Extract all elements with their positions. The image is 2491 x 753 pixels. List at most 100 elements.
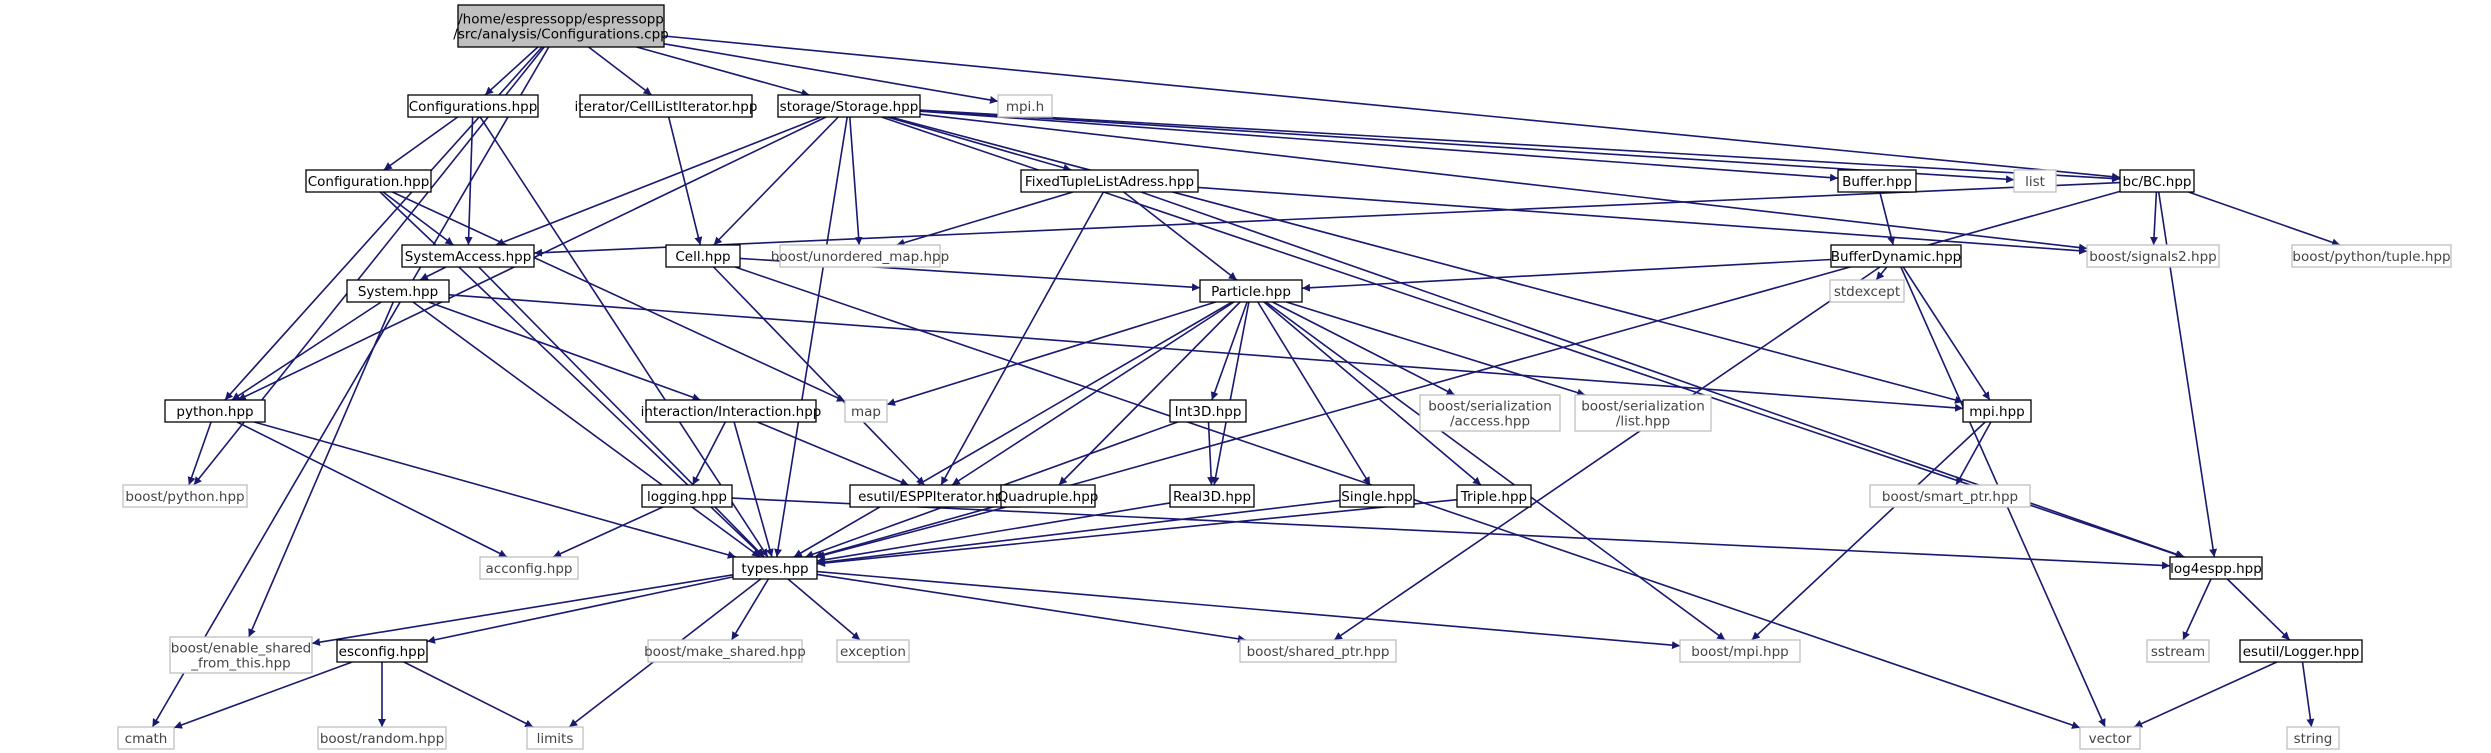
node-esconfig-hpp[interactable]: esconfig.hpp	[336, 639, 428, 663]
node-cmath: cmath	[117, 726, 175, 750]
node-box	[1574, 394, 1712, 432]
node-cell-hpp[interactable]: Cell.hpp	[665, 244, 741, 268]
edge-esconfig-hpp-to-limits	[403, 661, 534, 728]
edge-storage-hpp-to-bc-hpp	[919, 109, 2121, 183]
node-system-hpp[interactable]: System.hpp	[346, 279, 450, 303]
edge-esconfig-hpp-to-cmath	[173, 661, 353, 729]
node-esutil-esppiterator-hpp[interactable]: esutil/ESPPIterator.hpp	[849, 484, 1021, 508]
edge-types-hpp-to-boost-make-shared-hpp	[730, 578, 770, 641]
node-label: sstream	[2151, 644, 2205, 660]
edge-bc-hpp-to-boost-python-tuple-hpp	[2188, 191, 2341, 247]
node-types-hpp[interactable]: types.hpp	[732, 556, 818, 580]
node-label: interaction/Interaction.hpp	[641, 404, 822, 420]
node-fixed-tuple-list-adress-hpp[interactable]: FixedTupleListAdress.hpp	[1020, 169, 1199, 193]
node-boost-make-shared-hpp: boost/make_shared.hpp	[644, 639, 806, 663]
node-label: boost/unordered_map.hpp	[771, 249, 949, 265]
node-box	[526, 726, 584, 750]
edge-configurations-hpp-to-types-hpp	[479, 116, 769, 558]
edge-configuration-hpp-to-map	[391, 191, 846, 403]
node-box	[665, 244, 741, 268]
edge-fixed-tuple-list-adress-hpp-to-boost-unordered-map-hpp	[896, 191, 1074, 247]
node-int3d-hpp[interactable]: Int3D.hpp	[1169, 399, 1247, 423]
node-buffer-dynamic-hpp[interactable]: BufferDynamic.hpp	[1830, 244, 1962, 268]
node-label: list	[2025, 174, 2045, 190]
node-box	[1419, 394, 1561, 432]
node-label: System.hpp	[358, 284, 438, 300]
node-boost-mpi-hpp: boost/mpi.hpp	[1679, 639, 1801, 663]
node-list: list	[2013, 169, 2057, 193]
node-box	[2119, 169, 2195, 193]
node-root[interactable]: /home/espressopp/espressopp/src/analysis…	[453, 4, 669, 48]
node-box	[401, 244, 535, 268]
edge-system-hpp-to-types-hpp	[412, 301, 761, 558]
node-cell-list-iterator-hpp[interactable]: iterator/CellListIterator.hpp	[575, 94, 758, 118]
edge-storage-hpp-to-system-access-hpp	[495, 116, 822, 246]
node-buffer-hpp[interactable]: Buffer.hpp	[1837, 169, 1917, 193]
node-box	[2146, 639, 2210, 663]
node-box	[2239, 639, 2363, 663]
edge-particle-hpp-to-quadruple-hpp	[1058, 301, 1241, 486]
node-logging-hpp[interactable]: logging.hpp	[641, 484, 733, 508]
node-box	[305, 169, 432, 193]
edge-system-hpp-to-mpi-hpp	[448, 294, 1964, 412]
node-box	[2086, 244, 2220, 268]
node-esutil-logger-hpp[interactable]: esutil/Logger.hpp	[2239, 639, 2363, 663]
node-box	[1239, 639, 1397, 663]
node-box	[1339, 484, 1415, 508]
edge-root-to-bc-hpp	[663, 35, 2121, 181]
node-map: map	[844, 399, 888, 423]
node-box	[641, 484, 733, 508]
node-box	[317, 726, 447, 750]
edge-bc-hpp-to-boost-signals2-hpp	[2150, 191, 2159, 246]
node-mpi-h: mpi.h	[997, 94, 1053, 118]
edge-fixed-tuple-list-adress-hpp-to-boost-signals2-hpp	[1197, 186, 2088, 255]
edge-logging-hpp-to-acconfig-hpp	[552, 506, 664, 558]
node-exception: exception	[836, 639, 910, 663]
node-box	[346, 279, 450, 303]
node-label: Real3D.hpp	[1173, 489, 1251, 505]
edge-fixed-tuple-list-adress-hpp-to-particle-hpp	[1123, 191, 1238, 281]
node-storage-hpp[interactable]: storage/Storage.hpp	[777, 94, 921, 118]
node-box	[479, 556, 579, 580]
node-triple-hpp[interactable]: Triple.hpp	[1456, 484, 1532, 508]
node-bc-hpp[interactable]: bc/BC.hpp	[2119, 169, 2195, 193]
edge-mpi-hpp-to-boost-mpi-hpp	[1751, 421, 1986, 641]
edge-int3d-hpp-to-real3d-hpp	[1207, 421, 1216, 486]
edge-python-hpp-to-acconfig-hpp	[236, 421, 508, 558]
node-real3d-hpp[interactable]: Real3D.hpp	[1169, 484, 1255, 508]
edge-buffer-dynamic-hpp-to-boost-shared-ptr-hpp	[1333, 266, 1881, 641]
node-mpi-hpp[interactable]: mpi.hpp	[1962, 399, 2032, 423]
edge-storage-hpp-to-fixed-tuple-list-adress-hpp	[886, 116, 1072, 172]
node-box	[1199, 279, 1303, 303]
node-configuration-hpp[interactable]: Configuration.hpp	[305, 169, 432, 193]
node-particle-hpp[interactable]: Particle.hpp	[1199, 279, 1303, 303]
node-box	[645, 399, 817, 423]
edge-triple-hpp-to-types-hpp	[816, 498, 1458, 567]
node-box	[407, 94, 539, 118]
node-quadruple-hpp[interactable]: Quadruple.hpp	[998, 484, 1099, 508]
node-label: Int3D.hpp	[1175, 404, 1242, 420]
node-label: /src/analysis/Configurations.cpp	[453, 27, 668, 43]
node-box	[2286, 726, 2340, 750]
node-limits: limits	[526, 726, 584, 750]
edge-quadruple-hpp-to-types-hpp	[816, 506, 1007, 559]
edge-interaction-hpp-to-types-hpp	[733, 421, 774, 558]
edge-types-hpp-to-boost-shared-ptr-hpp	[816, 573, 1247, 643]
node-label: storage/Storage.hpp	[780, 99, 919, 115]
node-label: log4espp.hpp	[2170, 561, 2262, 577]
node-system-access-hpp[interactable]: SystemAccess.hpp	[401, 244, 535, 268]
edge-root-to-configurations-hpp	[484, 46, 539, 96]
node-boost-serialization-list-hpp: boost/serialization/list.hpp	[1574, 394, 1712, 432]
edge-storage-hpp-to-list	[919, 109, 2015, 184]
edge-buffer-dynamic-hpp-to-stdexcept	[1875, 266, 1888, 281]
node-single-hpp[interactable]: Single.hpp	[1339, 484, 1415, 508]
node-interaction-hpp[interactable]: interaction/Interaction.hpp	[641, 399, 822, 423]
node-label: boost/enable_shared	[171, 641, 311, 657]
node-python-hpp[interactable]: python.hpp	[164, 399, 266, 423]
node-log4espp-hpp[interactable]: log4espp.hpp	[2169, 556, 2263, 580]
node-configurations-hpp[interactable]: Configurations.hpp	[407, 94, 539, 118]
node-box	[122, 484, 248, 508]
node-box	[732, 556, 818, 580]
node-box	[844, 399, 888, 423]
node-box	[457, 4, 665, 48]
